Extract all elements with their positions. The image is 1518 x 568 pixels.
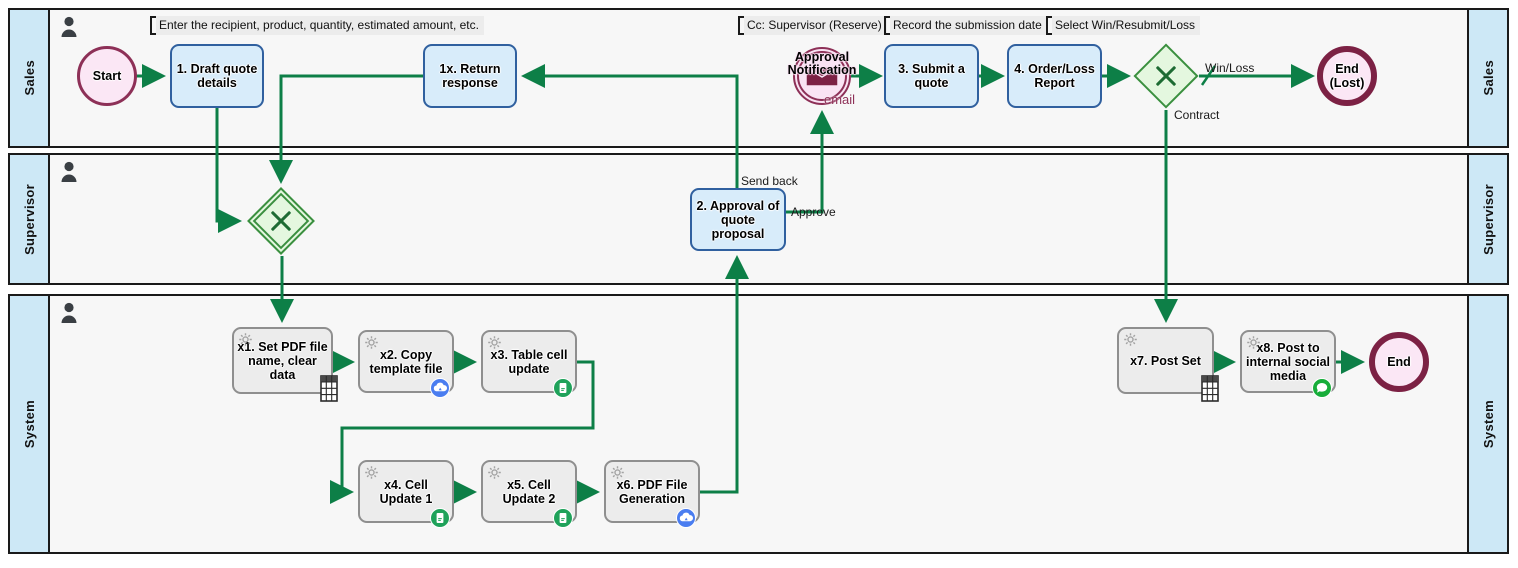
end-event-system[interactable]: End (1369, 332, 1429, 392)
start-event-label: Start (92, 69, 122, 83)
person-icon (61, 16, 77, 37)
end-event-label: End (1387, 355, 1411, 369)
annotation-cc-supervisor: Cc: Supervisor (Reserve) (738, 16, 887, 35)
annotation-record-date: Record the submission date (884, 16, 1047, 35)
document-icon (430, 508, 450, 528)
task-approval-quote-proposal[interactable]: 2. Approval of quote proposal (690, 188, 786, 251)
gear-icon (610, 465, 625, 480)
document-icon (553, 378, 573, 398)
cloud-drive-icon (676, 508, 696, 528)
task-label: x7. Post Set (1130, 353, 1201, 368)
annotation-select-result: Select Win/Resubmit/Loss (1046, 16, 1201, 35)
annotation-bracket-icon (1046, 16, 1052, 35)
task-label: 4. Order/Loss Report (1014, 62, 1095, 90)
annotation-text: Record the submission date (890, 16, 1047, 35)
task-label: x6. PDF File Generation (616, 477, 688, 506)
task-order-loss-report[interactable]: 4. Order/Loss Report (1007, 44, 1102, 108)
task-label: x1. Set PDF file name, clear data (237, 339, 328, 382)
flow-label-approve: Approve (791, 205, 836, 219)
lane-sales-band-left: Sales (10, 10, 50, 146)
task-label: x2. Copy template file (369, 347, 443, 376)
task-x3-table-cell-update[interactable]: x3. Table cell update (481, 330, 577, 398)
task-label: 1x. Return response (439, 62, 501, 90)
cloud-drive-icon (430, 378, 450, 398)
lane-sales-label: Sales (21, 60, 37, 96)
annotation-bracket-icon (738, 16, 744, 35)
task-label: 1. Draft quote details (176, 62, 258, 90)
task-x2-copy-template[interactable]: x2. Copy template file (358, 330, 454, 398)
gear-icon (487, 335, 502, 350)
task-x4-cell-update-1[interactable]: x4. Cell Update 1 (358, 460, 454, 528)
task-label: x3. Table cell update (490, 347, 568, 376)
task-label: x8. Post to internal social media (1245, 340, 1331, 383)
task-x1-set-pdf-file[interactable]: x1. Set PDF file name, clear data (232, 327, 338, 402)
end-event-lost[interactable]: End (Lost) (1317, 46, 1377, 106)
end-event-label: End (Lost) (1329, 62, 1365, 90)
lane-supervisor-label-right: Supervisor (1480, 183, 1496, 255)
task-submit-quote[interactable]: 3. Submit a quote (884, 44, 979, 108)
task-label: 2. Approval of quote proposal (696, 198, 780, 241)
annotation-bracket-icon (150, 16, 156, 35)
task-x5-cell-update-2[interactable]: x5. Cell Update 2 (481, 460, 577, 528)
lane-supervisor-band-right: Supervisor (1467, 155, 1507, 283)
lane-system-label: System (21, 399, 37, 449)
gear-icon (1246, 335, 1261, 350)
flow-label-contract: Contract (1174, 108, 1220, 122)
annotation-text: Enter the recipient, product, quantity, … (156, 16, 484, 35)
person-icon (61, 302, 77, 323)
gear-icon (487, 465, 502, 480)
gear-icon (1123, 332, 1138, 347)
task-draft-quote-details[interactable]: 1. Draft quote details (170, 44, 264, 108)
spreadsheet-icon (320, 375, 338, 402)
start-event[interactable]: Start (77, 46, 137, 106)
envelope-icon (806, 66, 838, 86)
lane-system-band-left: System (10, 296, 50, 552)
task-return-response[interactable]: 1x. Return response (423, 44, 517, 108)
flow-label-send-back: Send back (741, 174, 798, 188)
lane-supervisor-label: Supervisor (21, 183, 37, 255)
task-x6-pdf-generation[interactable]: x6. PDF File Generation (604, 460, 700, 528)
person-icon (61, 161, 77, 182)
task-label: x5. Cell Update 2 (502, 477, 556, 506)
lane-system-band-right: System (1467, 296, 1507, 552)
annotation-text: Select Win/Resubmit/Loss (1052, 16, 1201, 35)
event-inner-ring (797, 51, 847, 101)
event-approval-notification[interactable] (793, 47, 851, 105)
lane-sales-band-right: Sales (1467, 10, 1507, 146)
flow-label-win-loss: Win/Loss (1205, 61, 1255, 75)
lane-system-label-right: System (1480, 399, 1496, 449)
gear-icon (364, 465, 379, 480)
lane-supervisor-band-left: Supervisor (10, 155, 50, 283)
gear-icon (364, 335, 379, 350)
task-x8-post-social-media[interactable]: x8. Post to internal social media (1240, 330, 1336, 398)
lane-sales-label-right: Sales (1480, 60, 1496, 96)
spreadsheet-icon (1201, 375, 1219, 402)
task-x7-post-set[interactable]: x7. Post Set (1117, 327, 1219, 402)
annotation-text: Cc: Supervisor (Reserve) (744, 16, 887, 35)
document-icon (553, 508, 573, 528)
task-label: 3. Submit a quote (898, 62, 965, 90)
annotation-enter-recipient: Enter the recipient, product, quantity, … (150, 16, 484, 35)
task-label: x4. Cell Update 1 (379, 477, 433, 506)
annotation-bracket-icon (884, 16, 890, 35)
gear-icon (238, 332, 253, 347)
chat-icon (1312, 378, 1332, 398)
